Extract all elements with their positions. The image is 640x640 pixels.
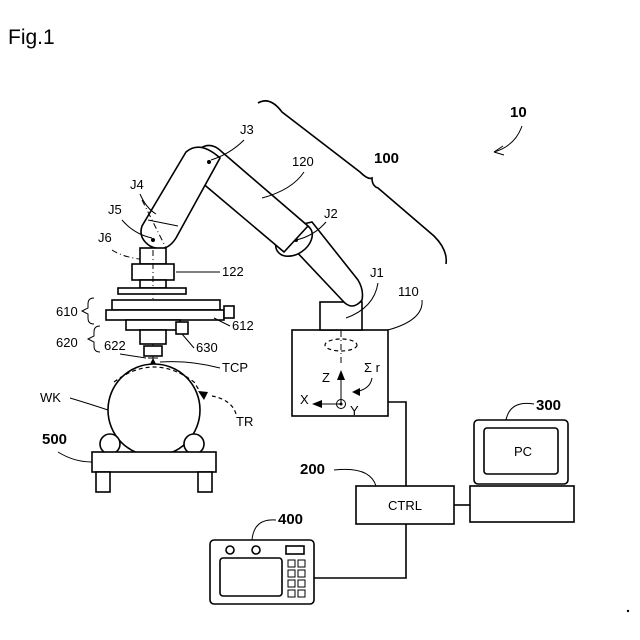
tool-620-label: 620 [56, 335, 78, 350]
pendant-button-2 [252, 546, 260, 554]
trajectory-leader [212, 396, 236, 414]
tool-tip [144, 346, 162, 356]
j4-label: J4 [130, 177, 144, 192]
stand-leg-right [198, 472, 212, 492]
j3-center [207, 160, 211, 164]
workpiece-label: WK [40, 390, 61, 405]
tool-630-label: 630 [196, 340, 218, 355]
y-axis-dot [340, 403, 343, 406]
base-leader [388, 300, 422, 330]
corner-dot [627, 610, 629, 612]
trajectory-label: TR [236, 414, 253, 429]
j5-center [151, 238, 155, 242]
controller-leader [334, 469, 376, 486]
system-label: 10 [510, 104, 527, 121]
tool-610-brace [82, 298, 94, 324]
z-axis-label: Z [322, 370, 330, 385]
tool-620-upper [126, 320, 180, 330]
x-axis-label: X [300, 392, 309, 407]
stand-roller-right [184, 434, 204, 454]
flange-label: 122 [222, 264, 244, 279]
tool-612-knob [224, 306, 234, 318]
j2-label: J2 [324, 206, 338, 221]
stand-top [92, 452, 216, 472]
figure-title: Fig.1 [8, 26, 55, 49]
tool-630-leader [182, 334, 194, 348]
y-axis-label: Y [350, 403, 359, 418]
coord-sys-label: Σ r [364, 360, 381, 375]
system-leader [494, 126, 522, 152]
tool-610-plate [112, 300, 220, 310]
j1-label: J1 [370, 265, 384, 280]
pendant-screen [220, 558, 282, 596]
stand-label: 500 [42, 431, 67, 448]
robot-label: 100 [374, 150, 399, 167]
j6-label: J6 [98, 230, 112, 245]
pc-base [470, 486, 574, 522]
base-label: 110 [398, 284, 419, 299]
teach-pendant-leader [252, 520, 276, 540]
controller-text: CTRL [388, 498, 422, 513]
pendant-button-1 [226, 546, 234, 554]
workpiece-leader [70, 398, 108, 410]
base-to-controller-cable [388, 402, 406, 486]
pendant-indicator [286, 546, 304, 554]
tool-630-block [176, 322, 188, 334]
tool-610-label: 610 [56, 304, 78, 319]
tool-610-top [118, 288, 186, 294]
robot-column [320, 302, 362, 330]
controller-label: 200 [300, 461, 325, 478]
stand-leg-left [96, 472, 110, 492]
tcp-label: TCP [222, 360, 248, 375]
teach-pendant-label: 400 [278, 511, 303, 528]
j3-label: J3 [240, 122, 254, 137]
stand-roller-left [100, 434, 120, 454]
pc-text: PC [514, 444, 532, 459]
tool-622-leader [120, 354, 146, 358]
j5-label: J5 [108, 202, 122, 217]
pc-leader [506, 403, 534, 420]
tool-620-body [140, 330, 166, 344]
trajectory-arrowhead [198, 391, 208, 400]
arm-label: 120 [292, 154, 314, 169]
controller-to-pendant-cable [314, 524, 406, 578]
tool-620-brace [88, 326, 100, 352]
pc-label: 300 [536, 397, 561, 414]
stand-leader [58, 452, 92, 462]
tool-622-label: 622 [104, 338, 126, 353]
tool-612-label: 612 [232, 318, 254, 333]
tool-610-plate-lower [106, 310, 224, 320]
